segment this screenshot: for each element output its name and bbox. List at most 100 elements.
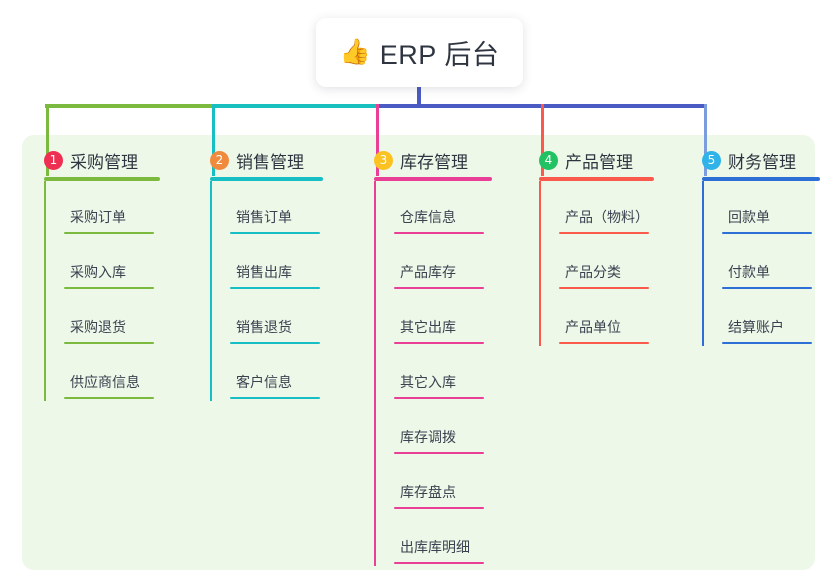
branch-number-badge: 3 [374,150,393,170]
branch-column-1: 1 采购管理采购订单采购入库采购退货供应商信息 [30,148,160,401]
branch-item-rule [394,342,484,344]
branch-header-rule [374,177,492,181]
branch-item[interactable]: 结算账户 [702,291,820,346]
branch-title: 产品管理 [565,152,633,172]
branch-item-rule [722,232,812,234]
branch-item-label: 供应商信息 [70,374,140,390]
branch-item[interactable]: 供应商信息 [44,346,160,401]
branch-item-rule [64,342,154,344]
branch-item-label: 采购入库 [70,264,126,280]
branch-item-rule [394,562,484,564]
branch-header-rule [702,177,820,181]
branch-spine [44,181,46,401]
branch-item-label: 产品（物料） [565,209,649,225]
branch-item-label: 产品库存 [400,264,456,280]
branches-panel [22,135,815,570]
branch-item-rule [722,287,812,289]
branch-item[interactable]: 产品（物料） [539,181,655,236]
branch-spine [210,181,212,401]
branch-title: 库存管理 [400,152,468,172]
branch-item-label: 其它出库 [400,319,456,335]
branch-title: 财务管理 [728,152,796,172]
branch-item[interactable]: 出库库明细 [374,511,492,566]
branch-number-badge: 4 [539,150,558,170]
branch-item-rule [64,287,154,289]
branch-item-rule [394,287,484,289]
branch-drop-3 [376,104,379,176]
branch-item[interactable]: 销售出库 [210,236,323,291]
branch-header-1[interactable]: 1 采购管理 [30,148,160,172]
branch-item[interactable]: 产品单位 [539,291,655,346]
branch-drop-1 [46,104,49,176]
branch-item[interactable]: 库存调拨 [374,401,492,456]
branch-number-badge: 5 [702,150,721,170]
branch-item[interactable]: 采购订单 [44,181,160,236]
branch-item-label: 出库库明细 [400,539,470,555]
bus-segment-left [45,104,213,108]
branch-item[interactable]: 产品分类 [539,236,655,291]
branch-item[interactable]: 付款单 [702,236,820,291]
branch-item-label: 仓库信息 [400,209,456,225]
branch-item-list: 产品（物料） 产品分类产品单位 [539,181,655,346]
root-node-inner: 👍 ERP 后台 [340,33,500,72]
branch-item-label: 销售订单 [236,209,292,225]
branch-item-label: 销售出库 [236,264,292,280]
branch-header-3[interactable]: 3 库存管理 [360,148,492,172]
branch-item-rule [394,507,484,509]
branch-item[interactable]: 销售退货 [210,291,323,346]
branch-item[interactable]: 仓库信息 [374,181,492,236]
branch-item-rule [394,232,484,234]
branch-number-badge: 1 [44,150,63,170]
branch-item-rule [64,397,154,399]
branch-item-label: 采购订单 [70,209,126,225]
thumbs-up-icon: 👍 [339,38,371,66]
branch-title: 采购管理 [70,152,138,172]
branch-header-5[interactable]: 5 财务管理 [688,148,820,172]
branch-spine [539,181,541,346]
branch-item-list: 销售订单销售出库销售退货客户信息 [210,181,323,401]
branch-item-label: 产品单位 [565,319,621,335]
branch-column-4: 4 产品管理产品（物料） 产品分类产品单位 [525,148,655,346]
branch-item-label: 采购退货 [70,319,126,335]
branch-item[interactable]: 采购退货 [44,291,160,346]
branch-item-rule [230,397,320,399]
branch-item[interactable]: 产品库存 [374,236,492,291]
branch-header-4[interactable]: 4 产品管理 [525,148,655,172]
branch-item-rule [722,342,812,344]
branch-item[interactable]: 客户信息 [210,346,323,401]
branch-item[interactable]: 销售订单 [210,181,323,236]
branch-item-list: 回款单付款单结算账户 [702,181,820,346]
branch-item-rule [559,232,649,234]
branch-item-label: 库存调拨 [400,429,456,445]
branch-item[interactable]: 采购入库 [44,236,160,291]
branch-item[interactable]: 其它入库 [374,346,492,401]
branch-item-label: 回款单 [728,209,770,225]
branch-header-rule [44,177,160,181]
branch-item[interactable]: 库存盘点 [374,456,492,511]
bus-segment-mid [213,104,379,108]
branch-column-3: 3 库存管理仓库信息产品库存其它出库其它入库库存调拨库存盘点出库库明细 [360,148,492,566]
branch-item-rule [394,452,484,454]
branch-item-label: 付款单 [728,264,770,280]
branch-item[interactable]: 其它出库 [374,291,492,346]
branch-item-list: 采购订单采购入库采购退货供应商信息 [44,181,160,401]
root-node[interactable]: 👍 ERP 后台 [316,18,523,87]
branch-item-label: 库存盘点 [400,484,456,500]
branch-drop-4 [541,104,544,176]
branch-header-rule [539,177,654,181]
branch-item-rule [559,287,649,289]
branch-spine [702,181,704,346]
root-stem [417,87,421,107]
branch-item-label: 客户信息 [236,374,292,390]
branch-item-rule [394,397,484,399]
branch-item[interactable]: 回款单 [702,181,820,236]
branch-item-label: 其它入库 [400,374,456,390]
branch-header-rule [210,177,323,181]
branch-item-label: 产品分类 [565,264,621,280]
branch-item-list: 仓库信息产品库存其它出库其它入库库存调拨库存盘点出库库明细 [374,181,492,566]
branch-item-rule [230,232,320,234]
branch-column-5: 5 财务管理回款单付款单结算账户 [688,148,820,346]
